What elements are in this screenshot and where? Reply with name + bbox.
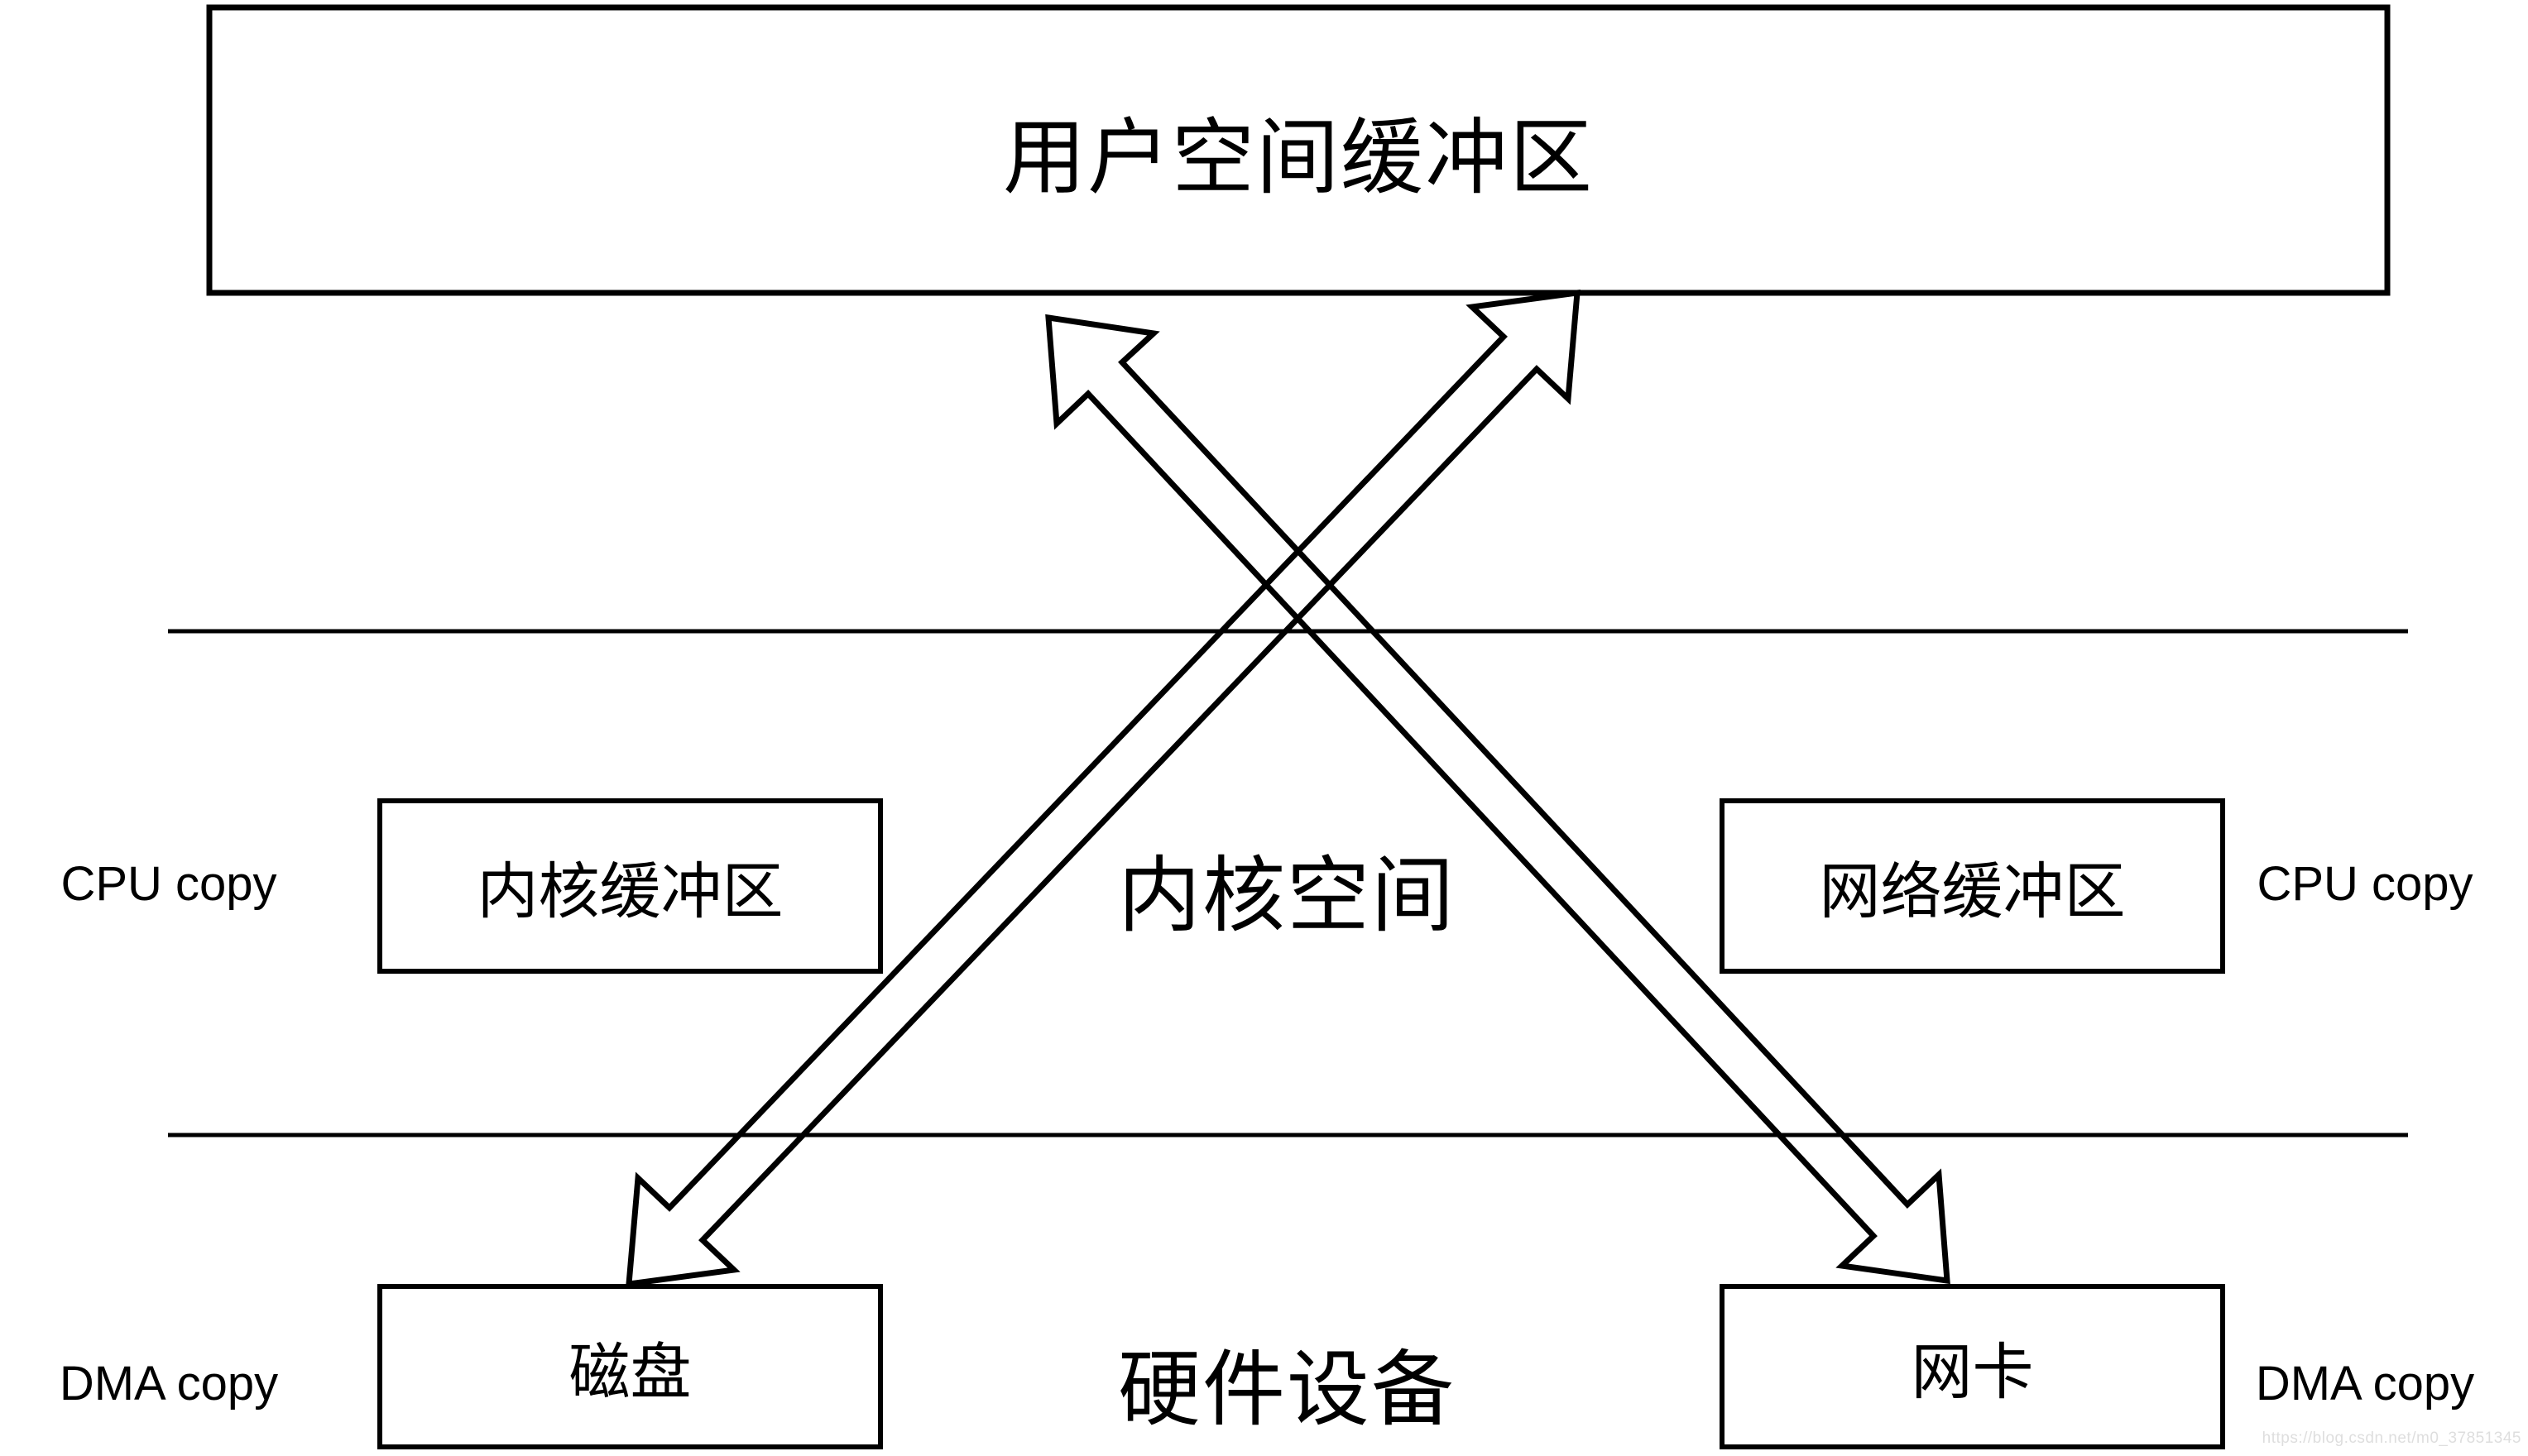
disk-user-buffer-arrow [626,289,1581,1288]
disk-label: 磁盘 [568,1337,692,1406]
network-buffer-box [1720,798,2225,974]
user-buffer-nic-arrow [1045,314,1950,1285]
cpu-copy-label-right: CPU copy [2257,856,2473,911]
network-buffer-label: 网络缓冲区 [1819,856,2126,926]
kernel-buffer-label: 内核缓冲区 [477,856,784,926]
disk-box [377,1284,883,1449]
watermark-text: https://blog.csdn.net/m0_37851345 [2262,1430,2521,1447]
nic-label: 网卡 [1911,1337,2034,1406]
dma-copy-label-left: DMA copy [59,1356,279,1410]
kernel-buffer-box [377,798,883,974]
hardware-region-label: 硬件设备 [1118,1343,1456,1436]
dma-copy-label-right: DMA copy [2255,1356,2475,1410]
user-space-buffer-label: 用户空间缓冲区 [1003,112,1594,204]
user-space-buffer-box [206,4,2391,296]
kernel-space-region-label: 内核空间 [1118,849,1456,942]
nic-box [1720,1284,2225,1449]
cpu-copy-label-left: CPU copy [60,856,277,911]
